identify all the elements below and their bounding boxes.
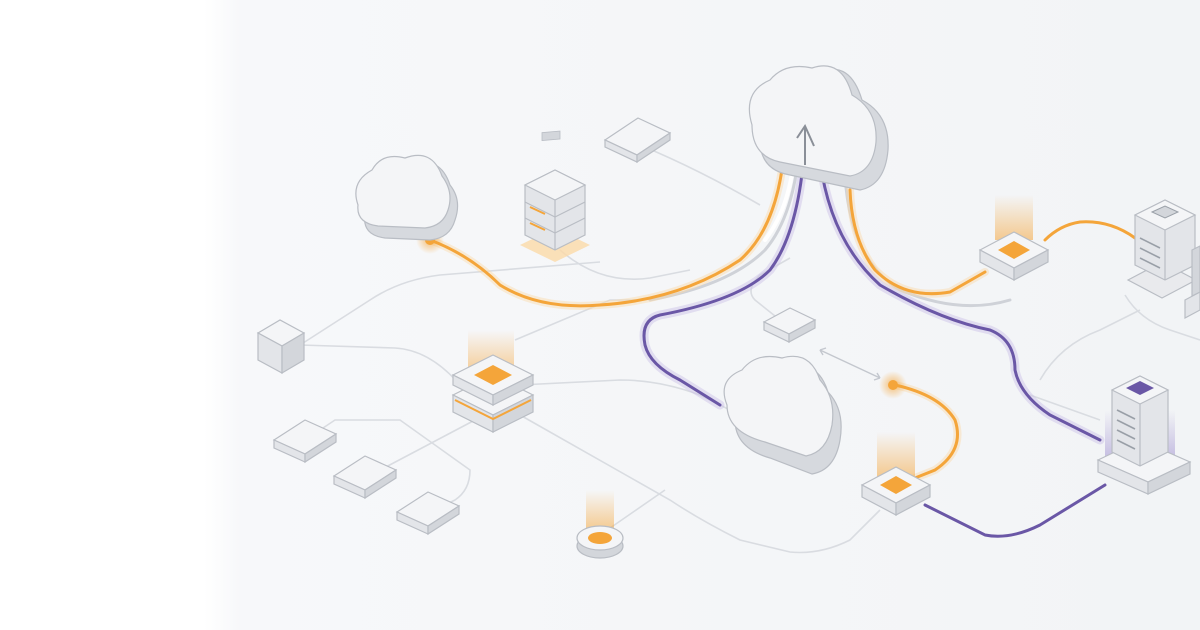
orange-links xyxy=(426,136,1137,482)
connector-line xyxy=(1039,309,1141,381)
purple-link-router-bottom-to-server-purple xyxy=(923,483,1107,538)
purple-link-cloud-top-to-server-purple xyxy=(818,158,1102,442)
signal-dot xyxy=(888,380,898,390)
connector-line xyxy=(304,419,471,513)
orange-link-cloud-left-to-cloud-top xyxy=(428,138,787,308)
connector-line xyxy=(1029,394,1101,421)
connector-line xyxy=(750,257,791,321)
grey-uplink xyxy=(648,138,802,302)
connector-line xyxy=(514,299,640,341)
up-arrow-icon xyxy=(796,123,815,165)
small-device-a-icon xyxy=(272,419,338,464)
router-glowing-bottom-icon xyxy=(860,432,932,516)
orange-link-cloud-top-to-router-right xyxy=(848,188,987,296)
connector-line xyxy=(519,379,731,411)
cloud-left-icon xyxy=(355,154,459,241)
sensor-disc-icon xyxy=(576,490,624,559)
small-device-c-icon xyxy=(395,491,461,536)
server-rack-right-top-icon xyxy=(1126,199,1198,299)
connector-line xyxy=(639,144,761,206)
router-glowing-center-icon xyxy=(451,330,535,433)
cloud-middle-icon xyxy=(723,355,842,475)
cube-node-icon xyxy=(256,319,306,375)
server-rack-right-purple-icon xyxy=(1096,375,1192,495)
purple-link-cloud-top-loop xyxy=(642,138,807,407)
flat-device-icon xyxy=(603,117,672,164)
small-device-middle-icon xyxy=(762,307,817,344)
orange-link-node-to-router-bottom xyxy=(893,383,959,480)
orange-link-router-right-to-server-right xyxy=(1043,220,1137,242)
connector-line xyxy=(519,414,881,554)
grey-uplink xyxy=(843,173,1012,308)
server-stack-top-icon xyxy=(520,130,590,262)
connector-line xyxy=(299,344,461,386)
small-device-b-icon xyxy=(332,455,398,500)
connector-line xyxy=(299,261,601,346)
connector-line xyxy=(559,249,691,280)
purple-links xyxy=(639,135,1107,538)
bidirectional-arrow-icon xyxy=(819,347,881,381)
cloud-top-center-icon xyxy=(748,65,889,191)
connector-line xyxy=(1124,294,1200,341)
server-rack-right-edge-icon xyxy=(1184,245,1200,319)
router-glowing-right-top-icon xyxy=(978,195,1050,281)
